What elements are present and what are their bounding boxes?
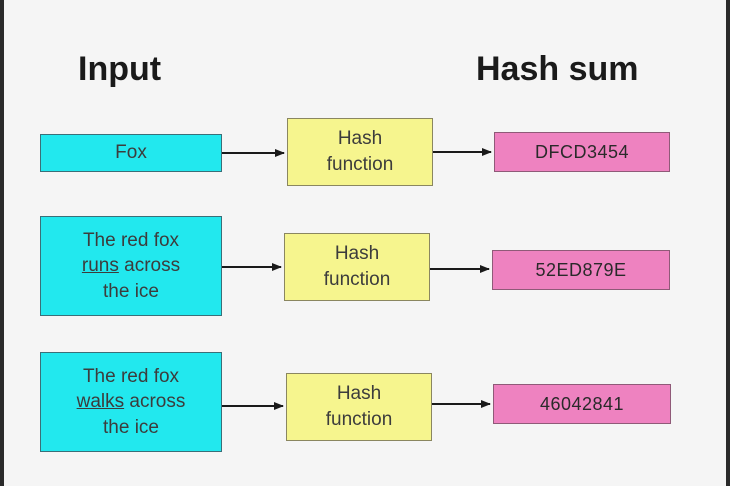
input-text: the ice — [103, 280, 159, 302]
input-text: across — [124, 391, 186, 413]
hash-function-box: Hash function — [286, 373, 432, 441]
hash-sum-value: DFCD3454 — [534, 141, 630, 162]
input-box-fox: Fox — [40, 134, 222, 172]
hash-function-box: Hash function — [284, 233, 430, 301]
hash-function-label: function — [326, 154, 394, 175]
input-text: walks across — [77, 389, 186, 415]
input-text-verb: walks — [76, 391, 125, 413]
hash-sum-box: 52ED879E — [492, 250, 670, 290]
input-text: The red fox — [82, 229, 180, 251]
input-text: across — [118, 255, 181, 277]
hash-function-box: Hash function — [287, 118, 433, 186]
hash-function-label: Hash — [334, 243, 380, 265]
input-text: Fox — [115, 142, 147, 164]
hash-function-label: function — [325, 409, 393, 430]
hash-sum-box: 46042841 — [493, 384, 671, 424]
hash-function-label: Hash — [337, 128, 383, 150]
input-box-walks: The red fox walks across the ice — [40, 352, 222, 452]
input-text: the ice — [103, 416, 159, 438]
hash-sum-box: DFCD3454 — [494, 132, 670, 172]
input-text: runs across — [82, 253, 180, 279]
input-text: The red fox — [82, 365, 180, 387]
input-text-verb: runs — [81, 255, 119, 277]
hash-sum-value: 46042841 — [539, 393, 625, 414]
hash-function-label: Hash — [336, 383, 382, 405]
hash-function-label: function — [323, 269, 391, 290]
input-heading: Input — [78, 50, 162, 88]
hash-sum-heading: Hash sum — [476, 50, 639, 88]
hash-sum-value: 52ED879E — [535, 259, 627, 280]
input-box-runs: The red fox runs across the ice — [40, 216, 222, 316]
